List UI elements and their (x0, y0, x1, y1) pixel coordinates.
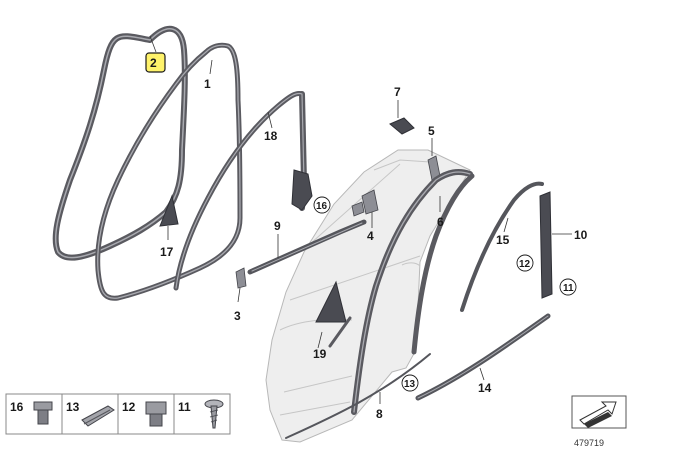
label-19: 19 (313, 347, 327, 361)
label-9: 9 (274, 219, 281, 233)
label-3: 3 (234, 309, 241, 323)
screw-icon (204, 399, 224, 429)
strip-15 (460, 181, 544, 312)
svg-text:12: 12 (519, 259, 531, 270)
label-18: 18 (264, 129, 278, 143)
label-5: 5 (428, 124, 435, 138)
legend-12-label: 12 (122, 400, 136, 414)
legend-11-label: 11 (178, 400, 191, 414)
part-17-trim (159, 194, 179, 227)
svg-text:16: 16 (316, 201, 328, 212)
reference-number: 479719 (574, 438, 604, 448)
part-4-bracket (361, 189, 379, 215)
door-panel (265, 149, 471, 443)
label-10: 10 (574, 228, 588, 242)
seal-1 (95, 42, 243, 301)
label-8: 8 (376, 407, 383, 421)
legend-16-label: 16 (10, 400, 24, 414)
legend-13-label: 13 (66, 400, 80, 414)
callout-11: 11 (559, 278, 577, 296)
pillar-trim-10 (539, 191, 553, 299)
clip-icon (33, 401, 53, 425)
reference-symbol: 479719 (571, 395, 627, 448)
part-19-trim (315, 280, 352, 348)
bracket-clip-icon (145, 401, 167, 427)
seal-18 (173, 91, 313, 291)
label-2: 2 (150, 56, 157, 70)
part-3-clip (235, 267, 247, 289)
callout-16: 16 (313, 196, 331, 214)
strip-clip-icon (81, 405, 115, 427)
label-6: 6 (437, 215, 444, 229)
fastener-legend: 16 13 12 11 (5, 393, 231, 435)
callout-13: 13 (401, 374, 419, 392)
label-14: 14 (478, 381, 492, 395)
svg-text:13: 13 (404, 379, 416, 390)
label-1: 1 (204, 77, 211, 91)
label-4: 4 (367, 229, 374, 243)
svg-text:11: 11 (563, 283, 574, 294)
label-15: 15 (496, 233, 510, 247)
label-2-highlighted[interactable]: 2 (145, 52, 166, 73)
part-7-cap (389, 117, 415, 135)
leader-lines (149, 35, 572, 404)
label-7: 7 (394, 85, 401, 99)
label-17: 17 (160, 245, 174, 259)
strip-8 (285, 353, 431, 439)
callout-12: 12 (516, 254, 534, 272)
